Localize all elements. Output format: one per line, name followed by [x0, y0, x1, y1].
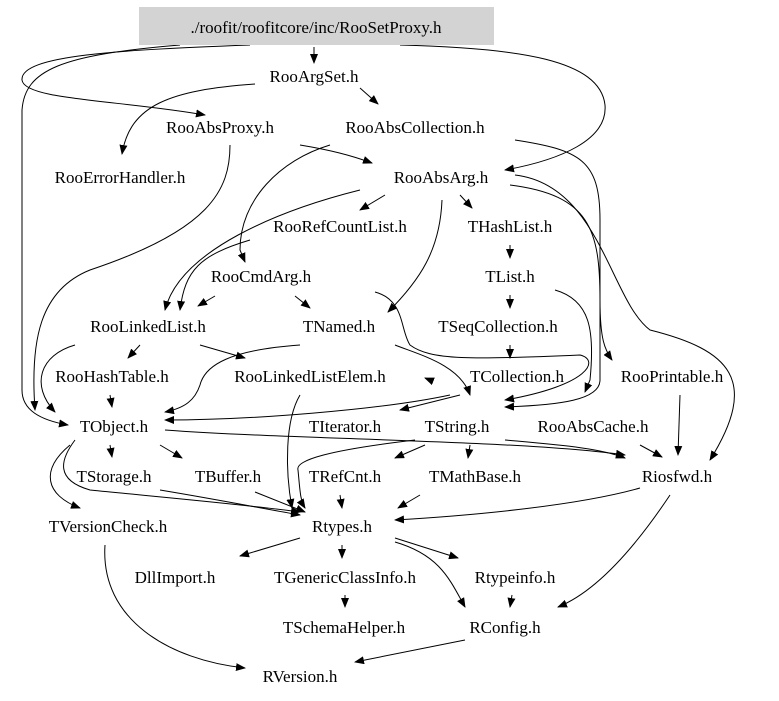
edge-tobject-tbuffer: [159, 444, 183, 459]
node-tseqcollection[interactable]: TSeqCollection.h: [438, 317, 558, 336]
node-tlist[interactable]: TList.h: [485, 267, 535, 286]
edge-tstorage-rtypes: [159, 489, 301, 518]
node-rtypeinfo[interactable]: Rtypeinfo.h: [475, 568, 556, 587]
node-tstring[interactable]: TString.h: [425, 417, 490, 436]
edge-tcollection-tobject: [164, 394, 451, 424]
edge-roocmdarg-roolinkedlist: [197, 295, 216, 307]
edge-rooabsarg-tnamed: [387, 199, 443, 313]
edge-tbuffer-rtypes: [254, 491, 306, 513]
edge-rtypes-dllimport: [239, 537, 301, 558]
node-rtypes[interactable]: Rtypes.h: [312, 517, 372, 536]
edge-roolinkedlist-tobject: [40, 344, 76, 413]
edge-tobject-tversioncheck: [49, 444, 81, 509]
node-tnamed[interactable]: TNamed.h: [303, 317, 376, 336]
edge-tlist-tcollection: [554, 289, 593, 393]
node-titerator[interactable]: TIterator.h: [309, 417, 382, 436]
edge-rooabsarg-roorefcountlist: [359, 194, 386, 211]
node-tbuffer[interactable]: TBuffer.h: [195, 467, 262, 486]
nodes: ./roofit/roofitcore/inc/RooSetProxy.h Ro…: [49, 7, 724, 686]
node-rversion[interactable]: RVersion.h: [263, 667, 338, 686]
edge-roolinkedlist-roohashtable: [127, 344, 141, 359]
edge-tstring-trefcnt: [394, 444, 426, 459]
edge-roorefcountlist-roolinkedlist: [177, 239, 251, 311]
node-rooabscache[interactable]: RooAbsCache.h: [538, 417, 649, 436]
edge-roohashtable-tobject: [106, 394, 115, 408]
edge-riosfwd-rconfig: [557, 494, 671, 608]
edge-tstring-riosfwd: [504, 439, 626, 459]
edge-tcollection-tstring: [424, 377, 435, 386]
node-thashlist[interactable]: THashList.h: [468, 217, 553, 236]
edge-tmathbase-rtypes: [397, 494, 421, 509]
node-dllimport[interactable]: DllImport.h: [135, 568, 216, 587]
edge-tstring-rtypes: [296, 439, 416, 509]
edge-root-rooabsarg: [399, 44, 606, 173]
edge-tstring-tmathbase: [465, 444, 474, 459]
node-rooabsarg[interactable]: RooAbsArg.h: [394, 168, 489, 187]
edge-rooabsproxy-rooabsarg: [299, 144, 373, 164]
edge-roocmdarg-tnamed: [294, 295, 311, 309]
node-rconfig[interactable]: RConfig.h: [469, 618, 541, 637]
edge-rooabsarg-rooprintable: [509, 184, 613, 361]
edge-roolinkedlistelem-rtypes: [286, 394, 301, 509]
node-tschemahelper[interactable]: TSchemaHelper.h: [283, 618, 406, 637]
edge-rooargset-rooabscollection: [359, 87, 379, 105]
edge-rooabsarg-thashlist: [459, 194, 473, 209]
edge-rooabscache-riosfwd: [639, 444, 663, 458]
node-riosfwd[interactable]: Riosfwd.h: [642, 467, 713, 486]
edge-rooabscollection-roocmdarg: [237, 144, 331, 263]
edge-rooabsarg-riosfwd: [514, 174, 735, 461]
node-roolinkedlist[interactable]: RooLinkedList.h: [90, 317, 206, 336]
edge-rooargset-rooerrorhandler: [119, 83, 256, 155]
node-tstorage[interactable]: TStorage.h: [76, 467, 152, 486]
node-rooargset[interactable]: RooArgSet.h: [270, 67, 359, 86]
edge-rtypes-rconfig: [394, 541, 466, 608]
edge-riosfwd-rtypes: [394, 487, 641, 524]
node-tgenericclassinfo[interactable]: TGenericClassInfo.h: [274, 568, 417, 587]
edge-tnamed-tstring: [394, 344, 471, 396]
node-rooabscollection[interactable]: RooAbsCollection.h: [345, 118, 485, 137]
edge-rooabsarg-roolinkedlist: [163, 189, 361, 311]
node-rooabsproxy[interactable]: RooAbsProxy.h: [166, 118, 274, 137]
edge-rooprintable-riosfwd: [674, 394, 683, 456]
edges: [21, 44, 735, 672]
node-roocmdarg[interactable]: RooCmdArg.h: [211, 267, 312, 286]
node-roolinkedlistelem[interactable]: RooLinkedListElem.h: [234, 367, 386, 386]
edge-rtypeinfo-rconfig: [507, 594, 516, 608]
edge-tobject-tstorage: [106, 444, 115, 458]
node-tcollection[interactable]: TCollection.h: [470, 367, 564, 386]
node-root[interactable]: ./roofit/roofitcore/inc/RooSetProxy.h: [190, 18, 442, 37]
edge-roocmdarg-tstring: [374, 291, 590, 403]
edge-roolinkedlist-roolinkedlistelem: [199, 344, 246, 360]
edge-trefcnt-rtypes: [336, 494, 345, 509]
root-node-box: [139, 7, 494, 45]
edge-root-rooabsproxy: [21, 44, 251, 118]
node-rooprintable[interactable]: RooPrintable.h: [621, 367, 724, 386]
edge-tnamed-tobject: [164, 344, 301, 415]
edge-tcollection-titerator: [399, 394, 461, 412]
edge-rconfig-rversion: [354, 639, 466, 665]
node-roohashtable[interactable]: RooHashTable.h: [55, 367, 169, 386]
node-trefcnt[interactable]: TRefCnt.h: [309, 467, 382, 486]
edge-rooabscollection-tstring: [504, 139, 601, 411]
node-tversioncheck[interactable]: TVersionCheck.h: [49, 517, 168, 536]
node-rooerrorhandler[interactable]: RooErrorHandler.h: [55, 168, 186, 187]
edge-rooabsproxy-tobject: [30, 144, 231, 411]
edge-tversioncheck-rversion: [104, 544, 246, 672]
edge-rtypes-rtypeinfo: [394, 537, 459, 560]
node-tmathbase[interactable]: TMathBase.h: [429, 467, 522, 486]
edge-root-tobject: [21, 44, 181, 428]
node-roorefcountlist[interactable]: RooRefCountList.h: [273, 217, 407, 236]
node-tobject[interactable]: TObject.h: [80, 417, 149, 436]
